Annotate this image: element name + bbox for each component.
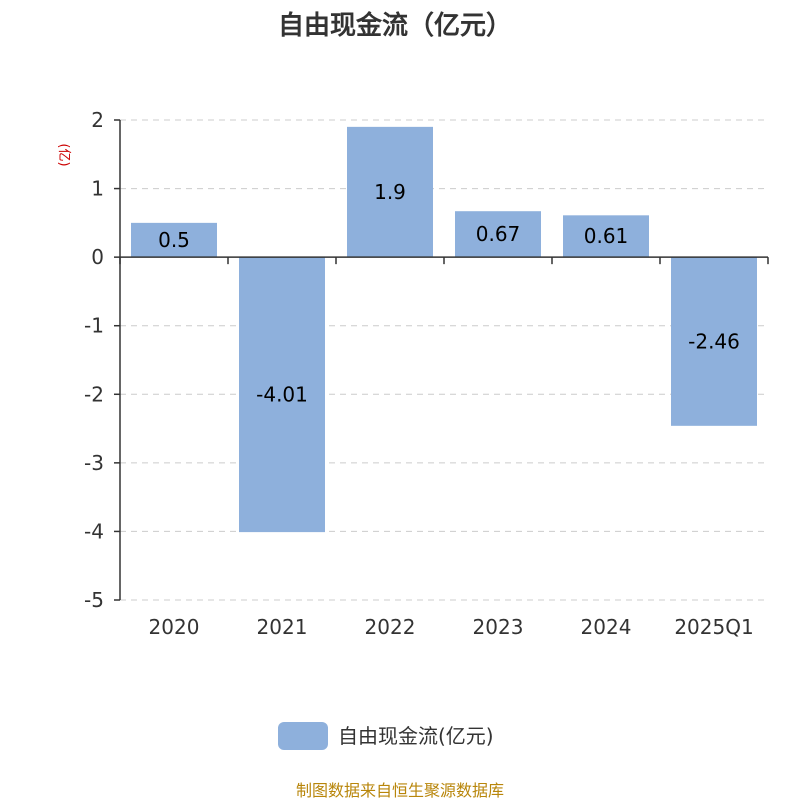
bars <box>131 126 757 533</box>
x-tick-label: 2025Q1 <box>674 615 753 639</box>
source-note: 制图数据来自恒生聚源数据库 <box>296 781 504 800</box>
data-label: 0.61 <box>584 224 629 248</box>
x-tick-label: 2022 <box>365 615 416 639</box>
legend-swatch[interactable] <box>278 722 328 750</box>
x-tick-label: 2024 <box>581 615 632 639</box>
y-tick-label: 1 <box>91 177 104 201</box>
grid-lines <box>120 119 768 601</box>
data-label: 0.5 <box>158 228 190 252</box>
data-label: 1.9 <box>374 180 406 204</box>
bar[interactable] <box>563 215 649 258</box>
y-axis-label: (亿) <box>56 143 71 166</box>
chart-title: 自由现金流（亿元） <box>278 10 512 41</box>
y-tick-label: 0 <box>91 245 104 269</box>
bar[interactable] <box>131 222 217 258</box>
data-labels: 0.5 -4.01 1.9 0.67 0.61 -2.46 <box>158 180 740 407</box>
y-tick-label: -4 <box>84 519 104 543</box>
y-tick-label: -1 <box>84 314 104 338</box>
bar[interactable] <box>239 257 325 533</box>
y-tick-label: -5 <box>84 588 104 612</box>
data-label: 0.67 <box>476 222 521 246</box>
bar[interactable] <box>347 126 433 258</box>
data-label: -2.46 <box>688 329 740 353</box>
x-tick-label: 2020 <box>149 615 200 639</box>
bar[interactable] <box>671 257 757 426</box>
y-tick-label: 2 <box>91 108 104 132</box>
y-tick-label: -2 <box>84 382 104 406</box>
axes: 2 1 0 -1 -2 -3 -4 -5 2020 2021 2022 2023 2024 2025Q1 <box>84 108 769 639</box>
data-label: -4.01 <box>256 383 308 407</box>
y-tick-label: -3 <box>84 451 104 475</box>
bar[interactable] <box>455 211 541 258</box>
legend[interactable]: 自由现金流(亿元) <box>278 722 494 750</box>
legend-label[interactable]: 自由现金流(亿元) <box>338 724 494 748</box>
x-tick-label: 2023 <box>473 615 524 639</box>
x-tick-label: 2021 <box>257 615 308 639</box>
